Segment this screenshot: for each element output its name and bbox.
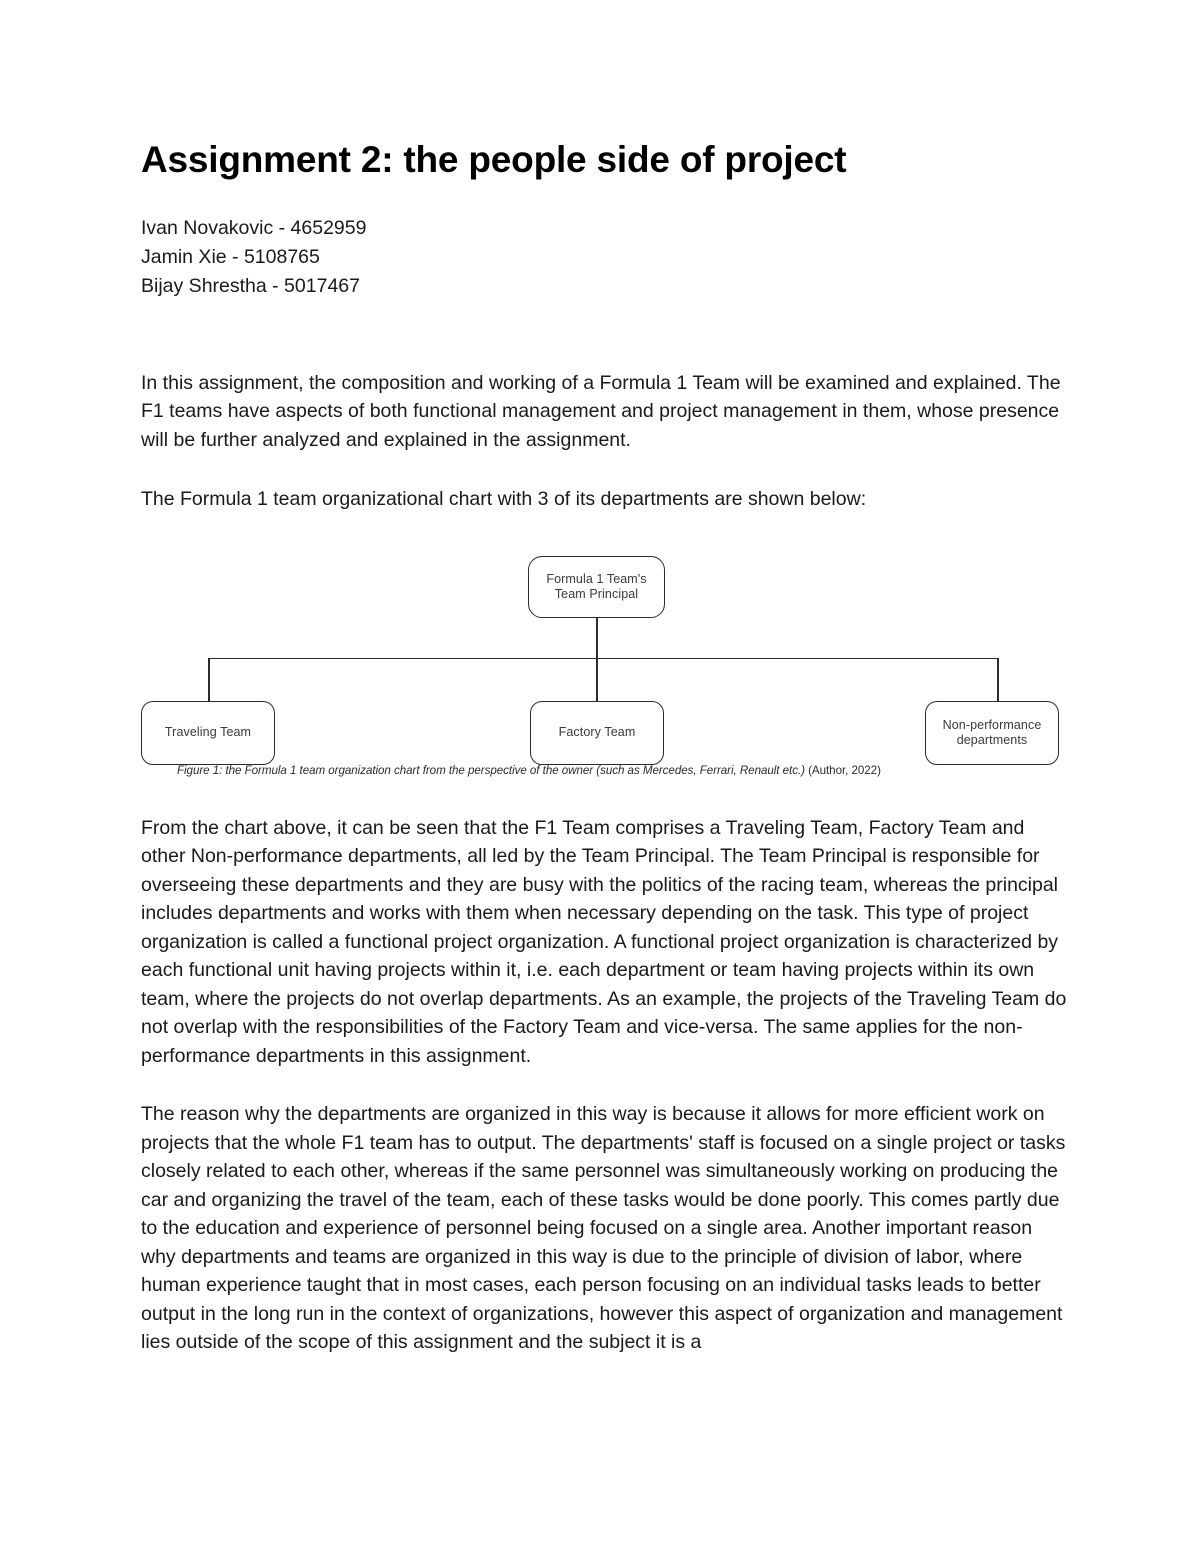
org-node-label: Non-performance departments (942, 717, 1042, 747)
paragraph-body-2: The reason why the departments are organ… (141, 1103, 1066, 1354)
figure-caption-text: Figure 1: the Formula 1 team organizatio… (177, 763, 805, 777)
org-node-label: Factory Team (558, 725, 636, 740)
author-line: Jamin Xie - 5108765 (141, 245, 320, 268)
connector-branch-right (997, 657, 999, 702)
paragraph-intro: In this assignment, the composition and … (141, 371, 1061, 451)
org-node-traveling-team: Traveling Team (141, 700, 275, 765)
page-title: Assignment 2: the people side of project (141, 139, 847, 180)
author-list: Ivan Novakovic - 4652959 Jamin Xie - 510… (141, 214, 1069, 301)
org-node-non-performance-departments: Non-performance departments (925, 700, 1059, 765)
document-content: Assignment 2: the people side of project… (141, 0, 1069, 1376)
paragraph-chart-lead-in: The Formula 1 team organizational chart … (141, 488, 867, 511)
org-chart: Formula 1 Team's Team Principal Travelin… (141, 536, 1069, 765)
org-node-label: Formula 1 Team's Team Principal (546, 571, 647, 601)
org-node-factory-team: Factory Team (530, 700, 664, 765)
connector-root-vertical (596, 617, 598, 659)
org-node-label: Traveling Team (164, 725, 252, 740)
figure-caption-citation: (Author, 2022) (804, 763, 881, 777)
author-line: Ivan Novakovic - 4652959 (141, 216, 367, 239)
connector-branch-left (208, 657, 210, 702)
figure-caption: Figure 1: the Formula 1 team organizatio… (177, 764, 1057, 777)
org-node-team-principal: Formula 1 Team's Team Principal (528, 555, 665, 618)
connector-branch-center (596, 657, 598, 702)
author-line: Bijay Shrestha - 5017467 (141, 274, 360, 297)
connector-horizontal-bar (208, 657, 998, 660)
figure-1: Formula 1 Team's Team Principal Travelin… (141, 536, 1069, 784)
paragraph-body-1: From the chart above, it can be seen tha… (141, 816, 1067, 1067)
